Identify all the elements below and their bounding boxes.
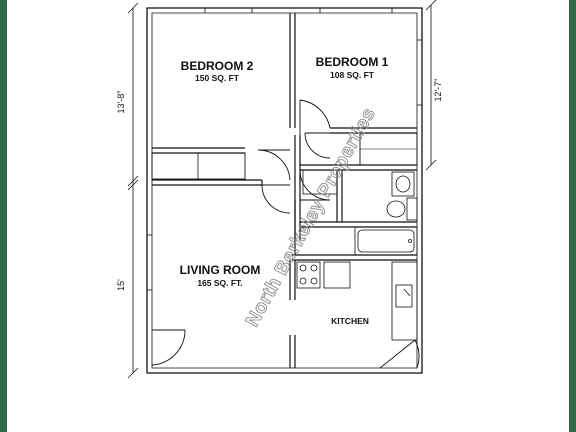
dim-right-upper: 12'-7" bbox=[433, 79, 443, 102]
bathroom-fixtures bbox=[354, 171, 418, 256]
kitchen-fixtures bbox=[296, 261, 418, 341]
dimension-lines bbox=[127, 0, 437, 379]
bedroom2-name: BEDROOM 2 bbox=[181, 59, 254, 73]
dim-left-lower: 15' bbox=[116, 279, 126, 291]
interior-walls bbox=[151, 13, 418, 368]
living-room-area: 165 SQ. FT. bbox=[197, 278, 242, 288]
bedroom1-area: 108 SQ. FT bbox=[330, 70, 375, 80]
bedroom1-name: BEDROOM 1 bbox=[316, 55, 389, 69]
watermark: North Berkeley Properties bbox=[242, 104, 380, 330]
living-room-name: LIVING ROOM bbox=[180, 263, 261, 277]
dim-left-upper: 13'-8" bbox=[116, 91, 126, 114]
frame-left-border bbox=[0, 0, 7, 432]
frame-right-border bbox=[569, 0, 576, 432]
windows bbox=[147, 8, 422, 291]
doors bbox=[151, 99, 420, 369]
bedroom2-area: 150 SQ. FT bbox=[195, 73, 240, 83]
kitchen-name: KITCHEN bbox=[331, 316, 369, 326]
